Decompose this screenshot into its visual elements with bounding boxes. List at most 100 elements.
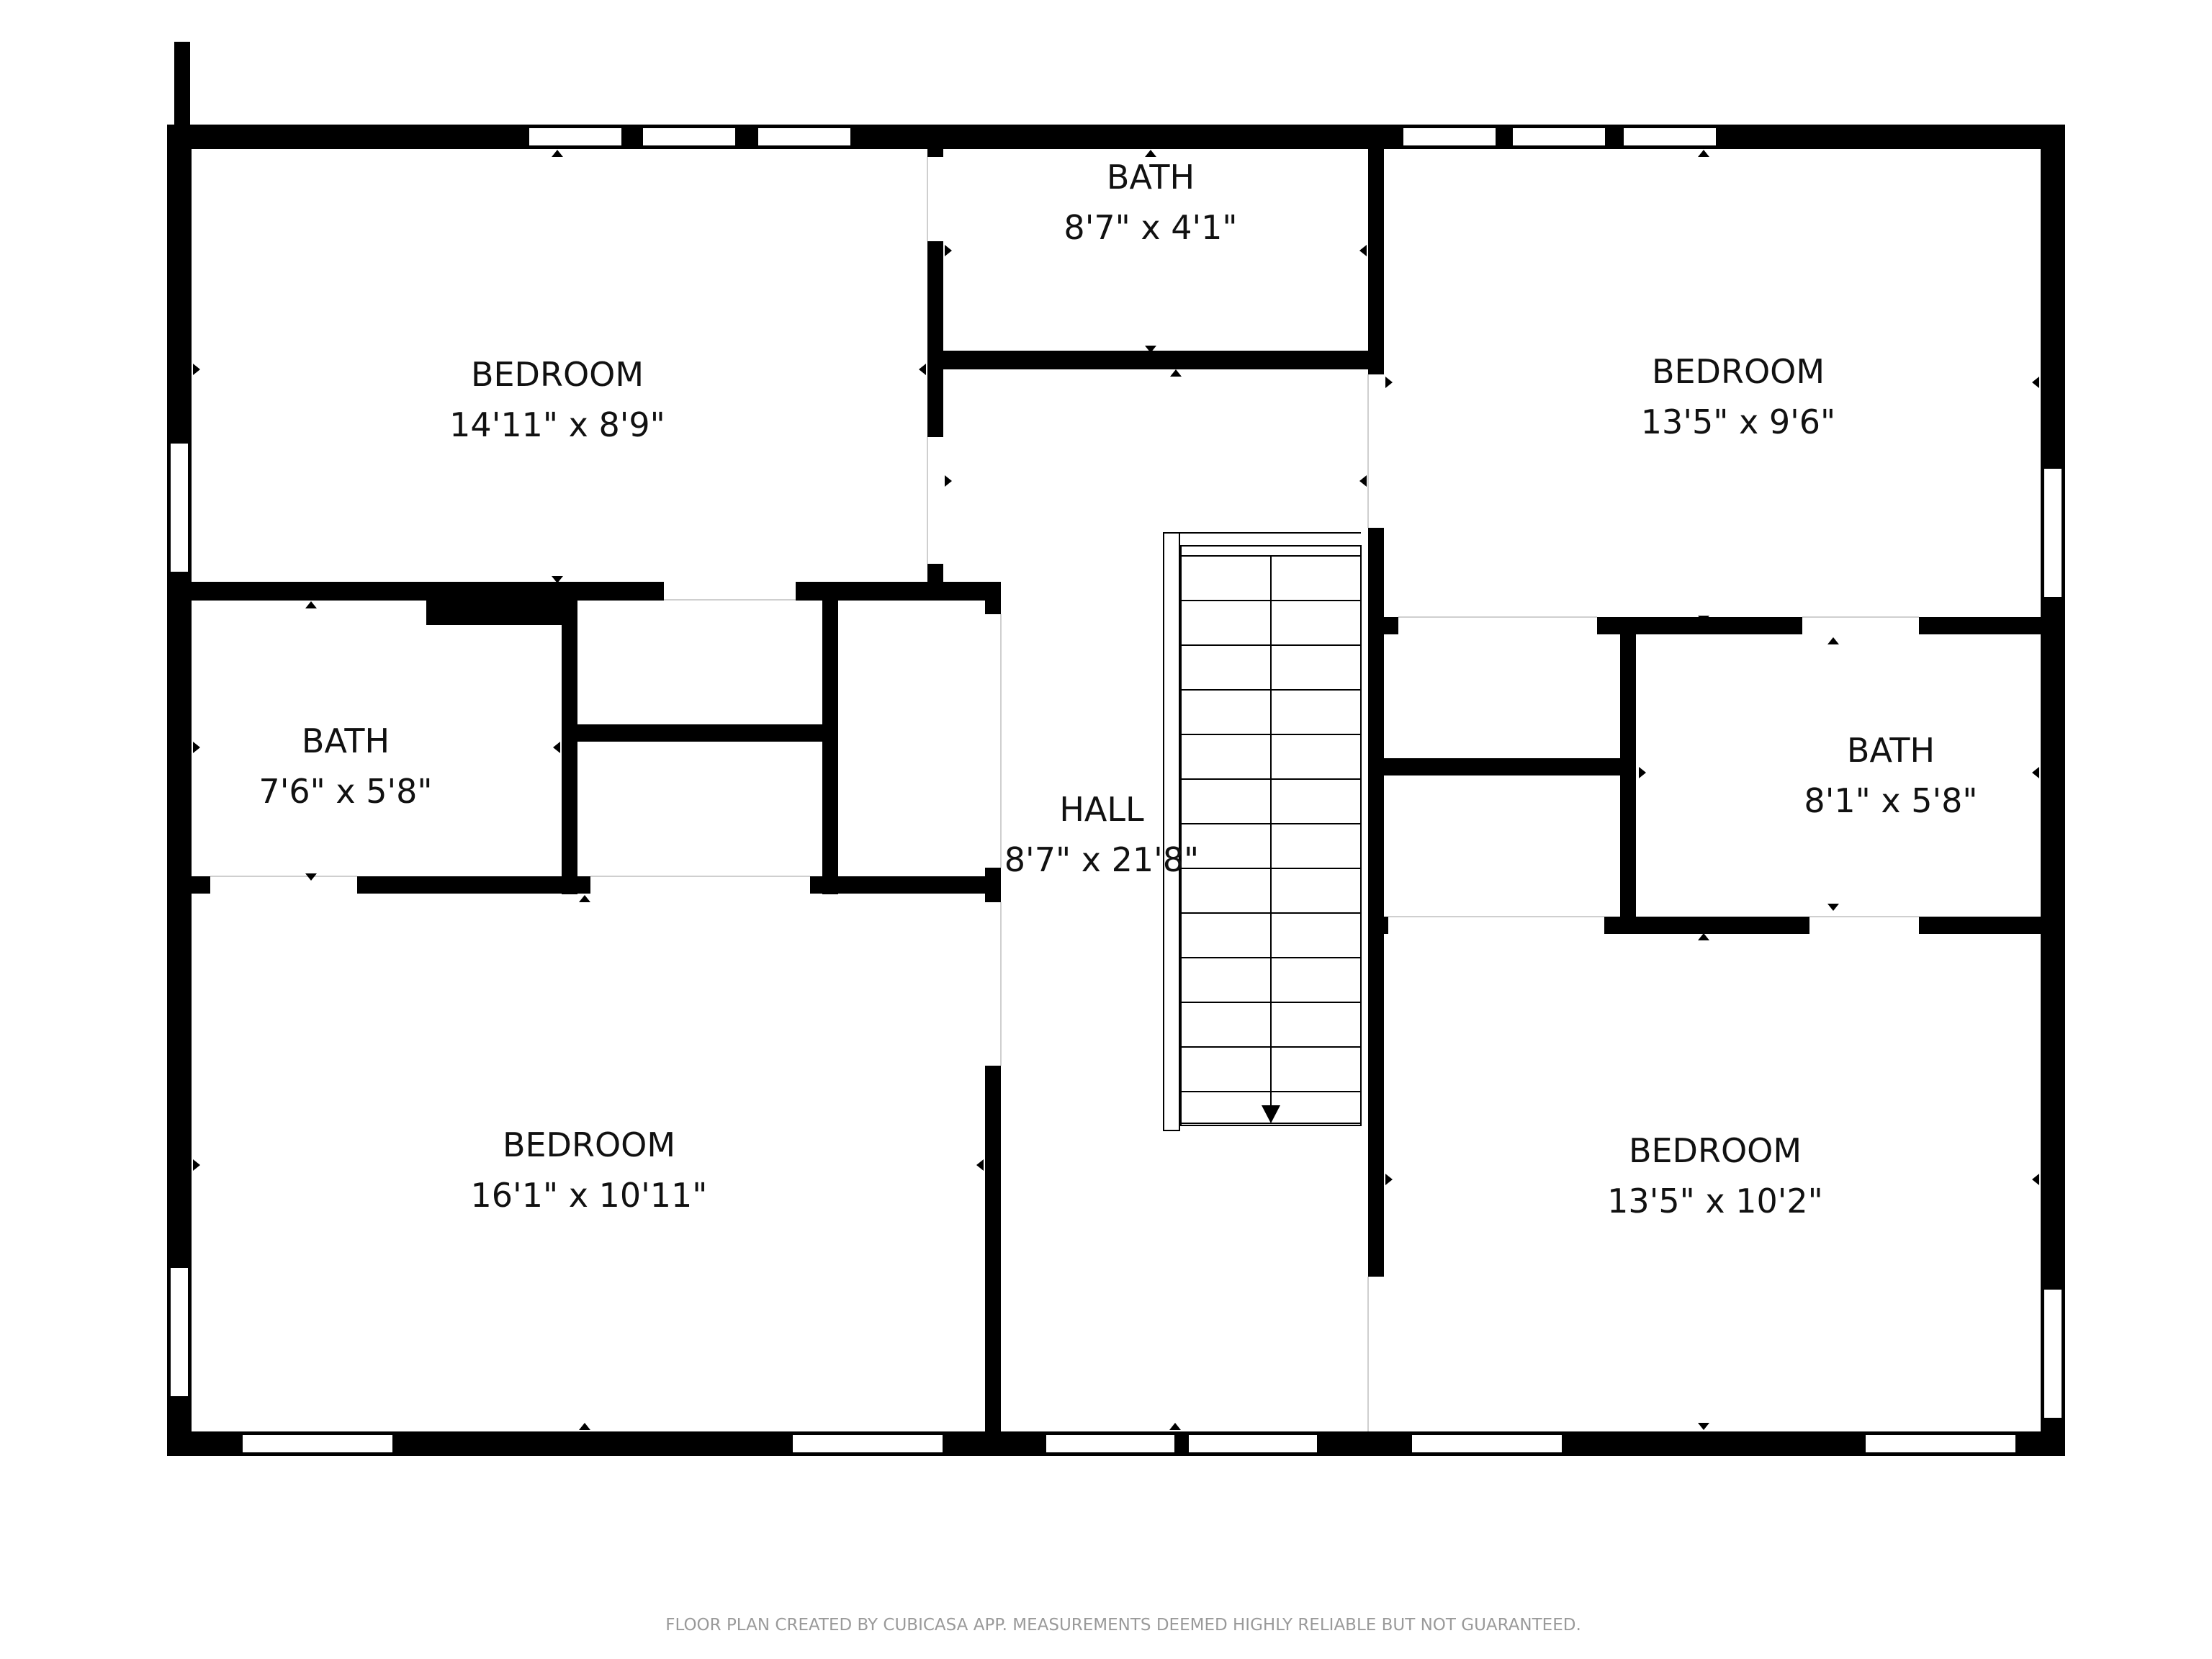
- marker-icon: [945, 475, 952, 487]
- marker-icon: [193, 1159, 200, 1171]
- wall: [796, 582, 1001, 601]
- window: [642, 127, 737, 147]
- wall: [1368, 758, 1635, 775]
- exterior-walls: [167, 42, 2065, 1456]
- wall: [810, 876, 1001, 894]
- room-name: BEDROOM: [503, 1125, 675, 1164]
- room-dimensions: 8'7" x 4'1": [1064, 208, 1237, 247]
- wall: [985, 1066, 1001, 1444]
- room-name: BEDROOM: [1629, 1131, 1802, 1170]
- window: [2043, 1288, 2063, 1419]
- wall: [562, 724, 838, 742]
- wall: [1620, 617, 1636, 934]
- room-labels: BEDROOM 14'11" x 8'9" BATH 8'7" x 4'1" B…: [258, 158, 1977, 1220]
- wall: [927, 137, 943, 157]
- wall: [1919, 617, 2065, 634]
- window: [1622, 127, 1717, 147]
- room-name: HALL: [1059, 790, 1144, 829]
- marker-icon: [1170, 369, 1182, 377]
- wall: [357, 876, 590, 894]
- window: [528, 127, 623, 147]
- stair-rail: [1163, 532, 1180, 1131]
- wall: [1919, 917, 2065, 934]
- window: [1045, 1434, 1176, 1454]
- marker-icon: [1359, 475, 1367, 487]
- marker-icon: [305, 873, 317, 881]
- staircase: [1163, 532, 1362, 1131]
- wall: [1368, 917, 1388, 934]
- room-dimensions: 13'5" x 9'6": [1641, 403, 1835, 441]
- wall: [1368, 528, 1384, 1277]
- marker-icon: [1698, 1423, 1709, 1430]
- window: [1864, 1434, 2017, 1454]
- marker-icon: [1698, 616, 1709, 623]
- marker-icon: [1827, 637, 1839, 644]
- exterior-wall-right: [2041, 125, 2065, 1456]
- room-dimensions: 14'11" x 8'9": [449, 405, 665, 444]
- room-name: BATH: [302, 721, 390, 760]
- exterior-wall-left: [167, 125, 192, 1456]
- chimney-stub: [174, 42, 190, 131]
- marker-icon: [579, 1423, 590, 1430]
- room-dimensions: 7'6" x 5'8": [258, 772, 432, 811]
- stair-direction-arrow-icon: [1262, 1105, 1280, 1123]
- marker-icon: [1698, 150, 1709, 157]
- wall: [1368, 617, 1398, 634]
- window: [169, 1267, 189, 1398]
- marker-icon: [579, 895, 590, 902]
- dimension-markers: [193, 150, 2039, 1430]
- door-openings: [210, 157, 1919, 1431]
- room-dimensions: 13'5" x 10'2": [1607, 1182, 1823, 1220]
- marker-icon: [2032, 767, 2039, 778]
- room-name: BEDROOM: [1652, 352, 1825, 391]
- marker-icon: [1639, 767, 1646, 778]
- wall: [167, 582, 664, 601]
- marker-icon: [976, 1159, 984, 1171]
- marker-icon: [1169, 1423, 1181, 1430]
- wall: [822, 598, 838, 894]
- marker-icon: [2032, 377, 2039, 388]
- marker-icon: [945, 245, 952, 256]
- window: [1187, 1434, 1318, 1454]
- marker-icon: [1385, 377, 1393, 388]
- marker-icon: [1145, 150, 1156, 157]
- marker-icon: [193, 364, 200, 375]
- window: [169, 442, 189, 573]
- marker-icon: [919, 364, 926, 375]
- windows: [169, 127, 2063, 1454]
- wall: [1604, 917, 1809, 934]
- disclaimer-text: FLOOR PLAN CREATED BY CUBICASA APP. MEAS…: [665, 1616, 1581, 1635]
- window: [1511, 127, 1606, 147]
- wall: [562, 598, 577, 894]
- wall: [927, 564, 943, 585]
- closet-fill: [426, 582, 570, 625]
- room-name: BATH: [1847, 731, 1935, 770]
- room-dimensions: 8'7" x 21'8": [1004, 840, 1199, 879]
- marker-icon: [193, 742, 200, 753]
- room-name: BEDROOM: [471, 355, 644, 394]
- wall: [927, 241, 943, 437]
- window: [2043, 467, 2063, 598]
- wall: [167, 876, 210, 894]
- wall: [927, 351, 1384, 369]
- marker-icon: [553, 742, 560, 753]
- stair-box: [1180, 545, 1362, 1126]
- room-name: BATH: [1107, 158, 1195, 197]
- window: [791, 1434, 944, 1454]
- window: [1402, 127, 1497, 147]
- window: [757, 127, 852, 147]
- interior-walls: [167, 137, 2065, 1444]
- window: [1411, 1434, 1563, 1454]
- window: [241, 1434, 394, 1454]
- marker-icon: [1359, 245, 1367, 256]
- marker-icon: [1145, 346, 1156, 353]
- marker-icon: [2032, 1174, 2039, 1185]
- marker-icon: [552, 150, 563, 157]
- room-dimensions: 8'1" x 5'8": [1804, 781, 1977, 820]
- marker-icon: [1698, 933, 1709, 940]
- wall: [1368, 137, 1384, 374]
- room-dimensions: 16'1" x 10'11": [471, 1176, 708, 1215]
- marker-icon: [552, 576, 563, 583]
- marker-icon: [1385, 1174, 1393, 1185]
- marker-icon: [1827, 904, 1839, 911]
